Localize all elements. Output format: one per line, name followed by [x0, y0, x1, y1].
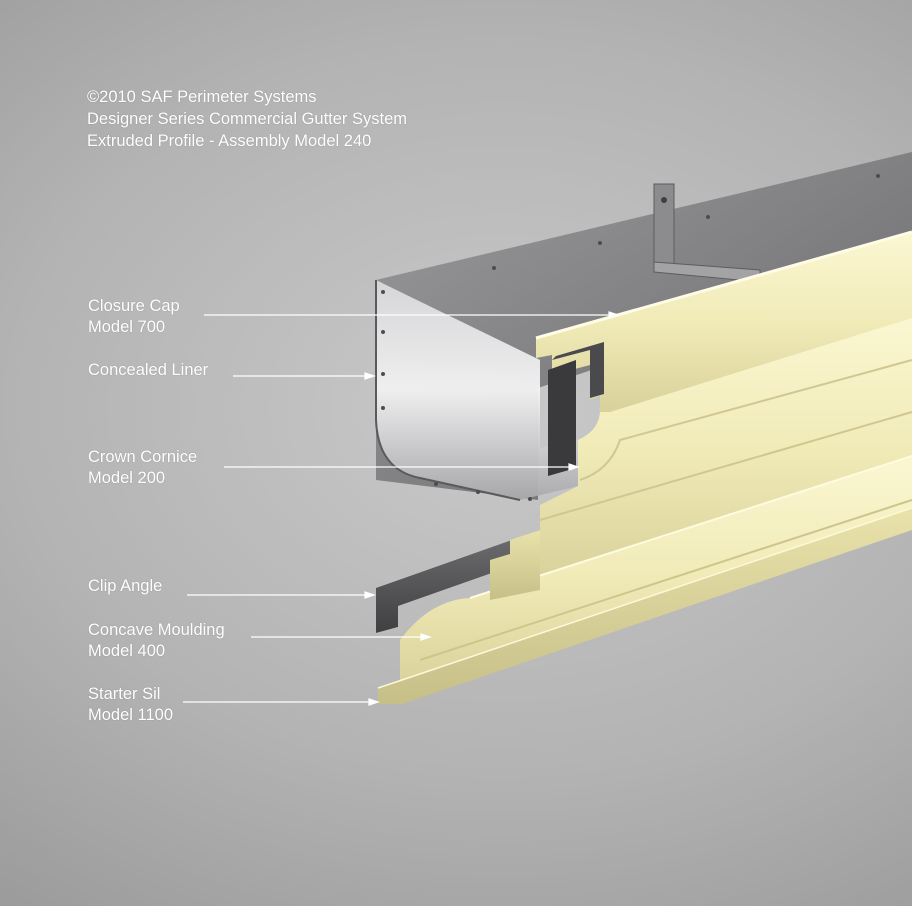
callout-concealed-liner: Concealed Liner [88, 360, 208, 381]
copyright-line: ©2010 SAF Perimeter Systems [87, 88, 317, 106]
callout-model: Model 1100 [88, 706, 174, 724]
diagram-header: ©2010 SAF Perimeter Systems Designer Ser… [87, 86, 407, 152]
closure-cap [536, 232, 912, 412]
liner-end-face [376, 280, 578, 500]
model-line: Extruded Profile - Assembly Model 240 [87, 132, 372, 150]
callout-name: Concealed Liner [88, 361, 209, 379]
callout-name: Starter Sil [88, 685, 161, 703]
starter-sil [378, 508, 912, 704]
callout-concave-moulding: Concave Moulding Model 400 [88, 620, 225, 662]
hanger-bracket [653, 183, 761, 283]
callout-name: Concave Moulding [88, 621, 225, 639]
callout-closure-cap: Closure Cap Model 700 [88, 296, 180, 338]
clip-angle [376, 530, 540, 634]
callout-clip-angle: Clip Angle [88, 576, 162, 597]
callout-model: Model 400 [88, 642, 166, 660]
leader-lines [183, 311, 620, 706]
callout-name: Crown Cornice [88, 448, 198, 466]
crown-cornice [540, 316, 912, 580]
concave-moulding [400, 456, 912, 690]
series-line: Designer Series Commercial Gutter System [87, 110, 408, 128]
callout-name: Clip Angle [88, 577, 163, 595]
callout-model: Model 700 [88, 318, 166, 336]
callout-starter-sil: Starter Sil Model 1100 [88, 684, 173, 726]
callout-name: Closure Cap [88, 297, 180, 315]
callout-crown-cornice: Crown Cornice Model 200 [88, 447, 197, 489]
callout-model: Model 200 [88, 469, 166, 487]
